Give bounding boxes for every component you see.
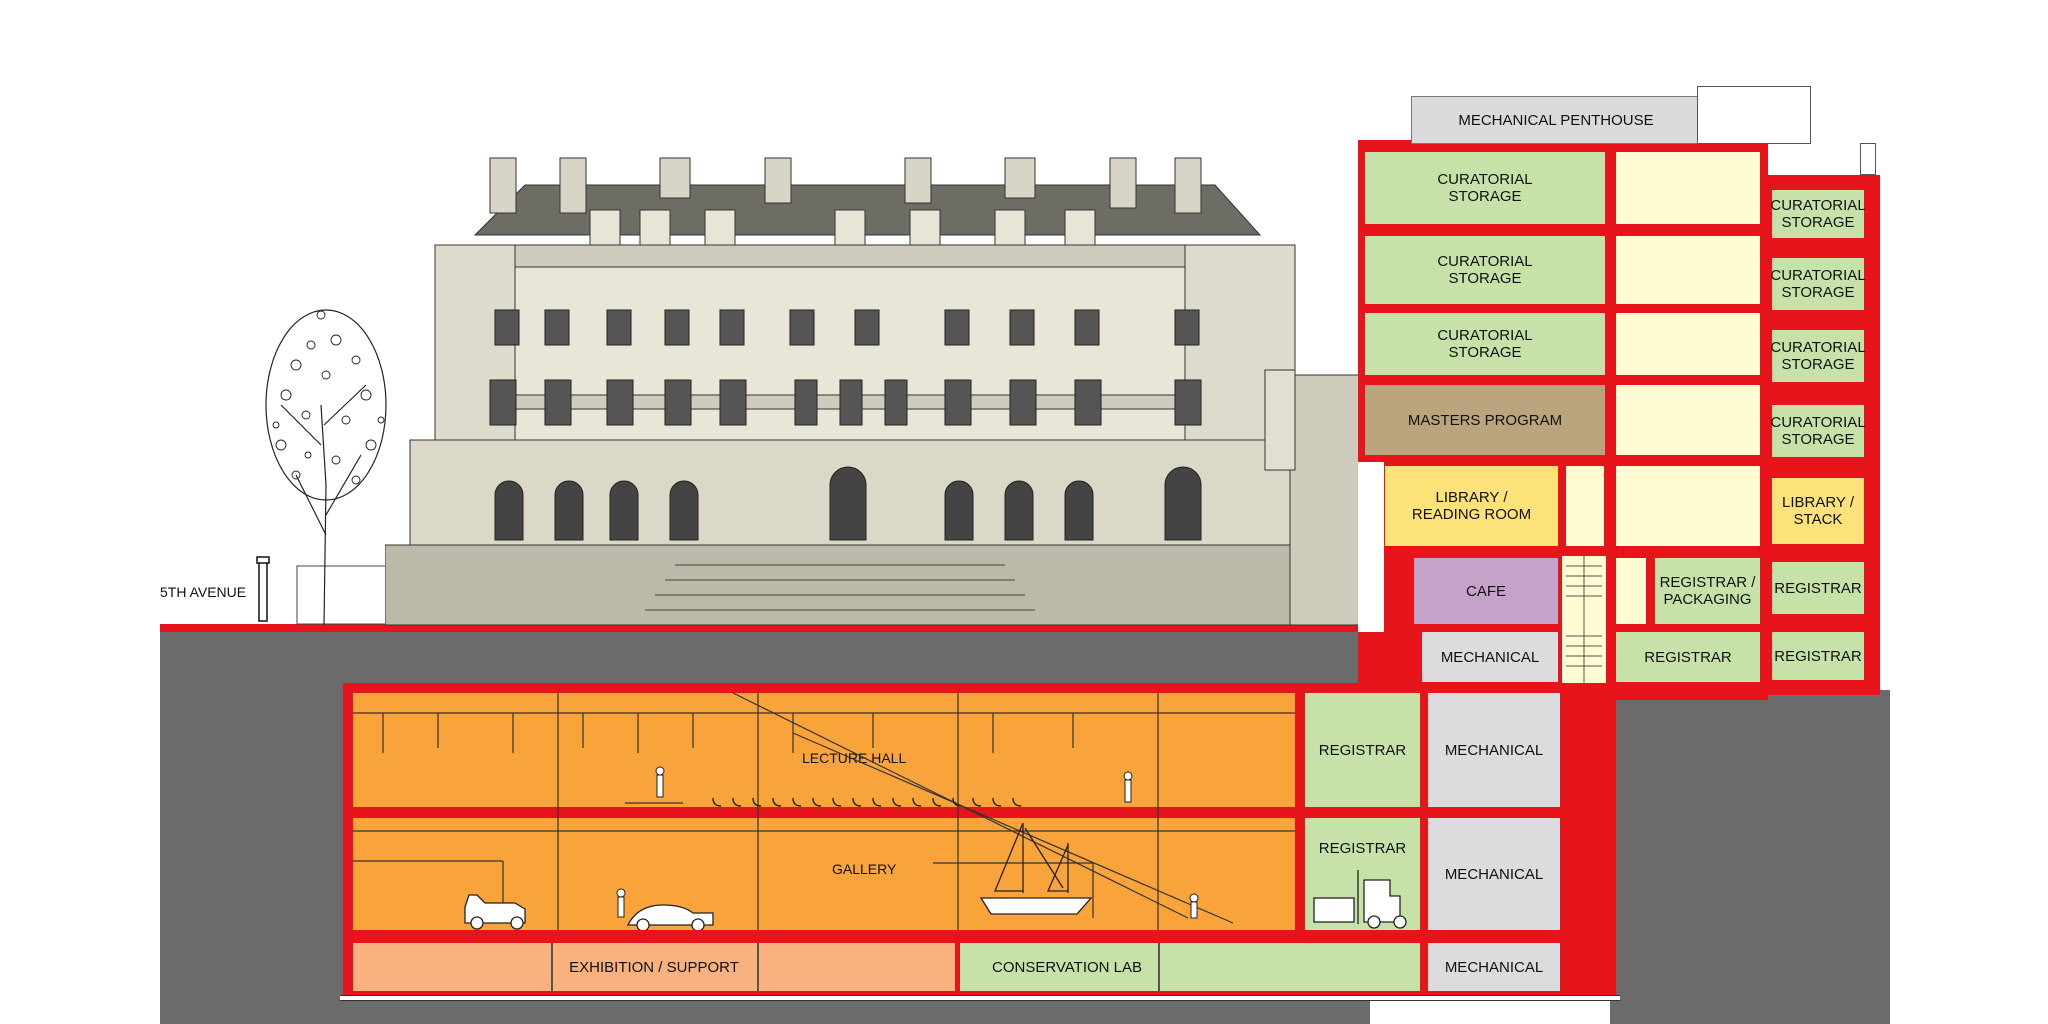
- room-library-stack: LIBRARY / STACK: [1772, 478, 1864, 544]
- lecture-hall-label: LECTURE HALL: [802, 750, 907, 766]
- tree-illustration: [265, 309, 387, 625]
- room-label: MASTERS PROGRAM: [1407, 411, 1563, 429]
- ground-mass-right: [1610, 690, 1890, 1024]
- basement-linework: [353, 693, 1295, 930]
- base-slab: [340, 995, 1620, 1001]
- room-label: CAFE: [1465, 582, 1506, 600]
- room-cream: [1616, 558, 1646, 624]
- room-masters-program: MASTERS PROGRAM: [1365, 385, 1605, 455]
- room-cream: [1616, 236, 1760, 304]
- room-lecture-hall: [353, 693, 1295, 807]
- lowest-divider: [757, 943, 759, 991]
- room-cream: [1616, 313, 1760, 375]
- room-registrar-packaging: REGISTRAR / PACKAGING: [1655, 558, 1760, 624]
- stair-void: [1566, 466, 1604, 546]
- lowest-divider: [551, 943, 553, 991]
- room-curatorial-storage: CURATORIAL STORAGE: [1365, 152, 1605, 224]
- room-label: MECHANICAL: [1444, 958, 1544, 976]
- room-registrar: REGISTRAR: [1772, 632, 1864, 680]
- core-wall: [1598, 690, 1616, 1000]
- room-cream: [1616, 385, 1760, 455]
- room-label: CURATORIAL STORAGE: [1437, 327, 1533, 361]
- room-mechanical: MECHANICAL: [1428, 943, 1560, 991]
- room-label: MECHANICAL: [1444, 741, 1544, 759]
- grade-line: [160, 624, 1410, 632]
- room-curatorial-storage: CURATORIAL STORAGE: [1770, 405, 1866, 457]
- forklift-icon: [1313, 870, 1407, 929]
- lowest-divider: [1158, 943, 1160, 991]
- room-label: CURATORIAL STORAGE: [1770, 197, 1866, 231]
- room-exhibition-support: EXHIBITION / SUPPORT: [353, 943, 955, 991]
- room-registrar: REGISTRAR: [1305, 693, 1420, 807]
- room-label: MECHANICAL PENTHOUSE: [1458, 111, 1654, 129]
- penthouse-outline: [1697, 86, 1811, 144]
- room-label: CONSERVATION LAB: [992, 958, 1143, 976]
- room-mechanical-penthouse: MECHANICAL PENTHOUSE: [1411, 96, 1701, 144]
- room-label: REGISTRAR: [1318, 840, 1407, 857]
- room-curatorial-storage: CURATORIAL STORAGE: [1365, 313, 1605, 375]
- room-label: REGISTRAR: [1644, 648, 1732, 666]
- room-label: REGISTRAR: [1318, 741, 1407, 759]
- room-cafe: CAFE: [1414, 558, 1558, 624]
- room-curatorial-storage: CURATORIAL STORAGE: [1770, 190, 1866, 238]
- room-label: REGISTRAR: [1774, 579, 1862, 597]
- tower-cutout: [1358, 462, 1384, 632]
- room-label: CURATORIAL STORAGE: [1770, 267, 1866, 301]
- room-label: CURATORIAL STORAGE: [1770, 339, 1866, 373]
- room-mechanical: MECHANICAL: [1422, 632, 1558, 682]
- room-registrar: REGISTRAR: [1616, 632, 1760, 682]
- room-label: CURATORIAL STORAGE: [1437, 253, 1533, 287]
- room-cream: [1616, 466, 1760, 546]
- room-label: MECHANICAL: [1440, 648, 1540, 666]
- room-mechanical: MECHANICAL: [1428, 818, 1560, 930]
- room-label: MECHANICAL: [1444, 865, 1544, 883]
- room-label: CURATORIAL STORAGE: [1770, 414, 1866, 448]
- room-label: REGISTRAR: [1774, 647, 1862, 665]
- roof-parapet: [1860, 143, 1876, 175]
- mansion-facade: [385, 157, 1381, 626]
- street-bollard: [256, 556, 270, 622]
- room-label: LIBRARY / READING ROOM: [1411, 489, 1532, 523]
- room-label: REGISTRAR / PACKAGING: [1659, 574, 1756, 608]
- room-curatorial-storage: CURATORIAL STORAGE: [1770, 258, 1866, 310]
- room-curatorial-storage: CURATORIAL STORAGE: [1770, 330, 1866, 382]
- room-registrar: REGISTRAR: [1772, 562, 1864, 614]
- room-label: EXHIBITION / SUPPORT: [569, 958, 739, 976]
- gallery-label: GALLERY: [832, 861, 897, 877]
- room-cream: [1616, 152, 1760, 224]
- room-conservation-lab: CONSERVATION LAB: [960, 943, 1420, 991]
- room-mechanical: MECHANICAL: [1428, 693, 1560, 807]
- room-library-reading-room: LIBRARY / READING ROOM: [1385, 466, 1558, 546]
- room-label: CURATORIAL STORAGE: [1437, 171, 1533, 205]
- street-label: 5TH AVENUE: [160, 584, 247, 600]
- room-curatorial-storage: CURATORIAL STORAGE: [1365, 236, 1605, 304]
- room-label: LIBRARY / STACK: [1782, 494, 1854, 528]
